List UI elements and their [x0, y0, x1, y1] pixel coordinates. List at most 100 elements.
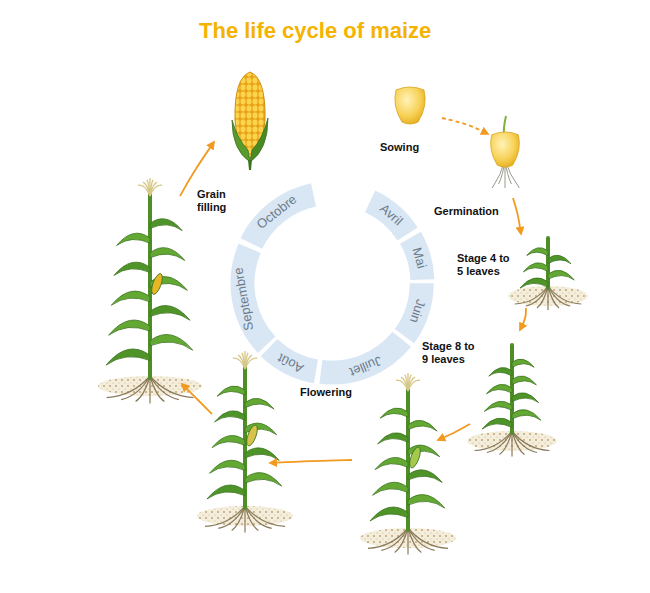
root	[232, 506, 245, 530]
leaf	[489, 368, 512, 377]
stage-label: Stage 8 to 9 leaves	[422, 340, 480, 366]
ear	[149, 272, 164, 295]
root	[408, 528, 448, 548]
husk	[250, 118, 268, 162]
cob-stem	[248, 160, 252, 170]
stage-label: Stage 4 to 5 leaves	[457, 252, 515, 278]
root	[500, 431, 513, 455]
ear	[407, 446, 422, 469]
leaf	[408, 470, 442, 483]
leaf	[512, 359, 534, 367]
month-segment: Septembre	[223, 245, 265, 351]
cycle-arrow	[513, 198, 521, 234]
root	[368, 528, 408, 548]
leaf	[512, 410, 541, 421]
root	[537, 286, 548, 308]
root	[245, 506, 285, 526]
maize-cob	[232, 72, 268, 170]
root	[512, 431, 537, 453]
leaf	[370, 507, 408, 521]
leaf	[150, 219, 182, 231]
month-label: Septembre	[226, 265, 261, 332]
root	[149, 376, 150, 404]
tassel	[245, 358, 257, 369]
leaf	[527, 248, 548, 256]
root	[150, 376, 179, 400]
root	[150, 376, 193, 398]
cycle-arrow	[442, 118, 488, 134]
leaf	[245, 448, 279, 461]
leaf	[482, 418, 512, 429]
cycle-arrow	[182, 384, 212, 414]
leaf	[548, 255, 571, 263]
month-segment: Août	[262, 340, 320, 386]
stage-label: Grain filling	[197, 188, 237, 214]
leaf	[117, 233, 150, 245]
root	[512, 431, 550, 451]
leaf	[217, 386, 245, 396]
ring-segment-shape	[222, 240, 277, 356]
root	[548, 286, 570, 306]
maize-kernel	[395, 87, 425, 124]
cycle-arrow	[438, 424, 470, 440]
maize-plant	[197, 351, 293, 532]
root	[205, 506, 245, 526]
root	[107, 376, 150, 398]
root	[408, 528, 435, 550]
month-segment: Juin	[397, 280, 437, 341]
month-segment: Octobre	[237, 177, 316, 246]
leaf	[484, 401, 512, 411]
stage-label: Flowering	[300, 386, 380, 399]
maize-plant	[508, 238, 588, 310]
leaf	[408, 495, 445, 508]
germinating-kernel	[491, 116, 520, 188]
root	[548, 286, 581, 304]
leaf	[523, 263, 548, 272]
stage-label: Sowing	[380, 141, 450, 154]
maize-plant	[360, 373, 456, 554]
husk	[232, 120, 250, 162]
cycle-arrow	[180, 142, 214, 196]
cycle-arrow	[520, 308, 526, 330]
leaf	[373, 482, 408, 495]
ear	[244, 424, 259, 447]
month-label: Avril	[374, 198, 409, 233]
month-label: Juillet	[346, 349, 386, 384]
leaf	[245, 473, 282, 486]
leaf	[375, 457, 408, 469]
ring-segment-shape	[312, 328, 416, 396]
leaf	[212, 435, 245, 447]
leaf	[207, 485, 245, 499]
leaf	[210, 460, 245, 473]
ring-segment-shape	[360, 188, 420, 245]
month-label: Octobre	[251, 188, 302, 235]
leaf	[114, 262, 150, 275]
leaf	[512, 393, 539, 403]
leaf	[150, 248, 185, 261]
leaf	[150, 306, 190, 321]
leaf	[109, 320, 150, 335]
stage-label: Germination	[434, 205, 514, 218]
stalk	[406, 385, 410, 530]
ring-segment-shape	[398, 231, 437, 286]
leaf	[111, 291, 150, 305]
tassel	[150, 185, 162, 196]
leaf	[487, 384, 513, 393]
month-segment: Mai	[401, 234, 436, 283]
maize-plant	[98, 178, 202, 404]
leaf	[548, 270, 574, 280]
tassel	[408, 380, 420, 391]
leaf	[150, 334, 193, 350]
month-label: Juin	[402, 296, 432, 326]
cycle-arrow	[270, 460, 352, 463]
stalk	[243, 363, 247, 508]
ring-segment-shape	[259, 336, 325, 387]
leaf	[512, 376, 536, 385]
leaf	[520, 278, 548, 288]
leaf	[245, 398, 274, 409]
month-segment: Avril	[364, 190, 418, 241]
diagram-title: The life cycle of maize	[199, 18, 431, 44]
leaf	[106, 349, 150, 365]
